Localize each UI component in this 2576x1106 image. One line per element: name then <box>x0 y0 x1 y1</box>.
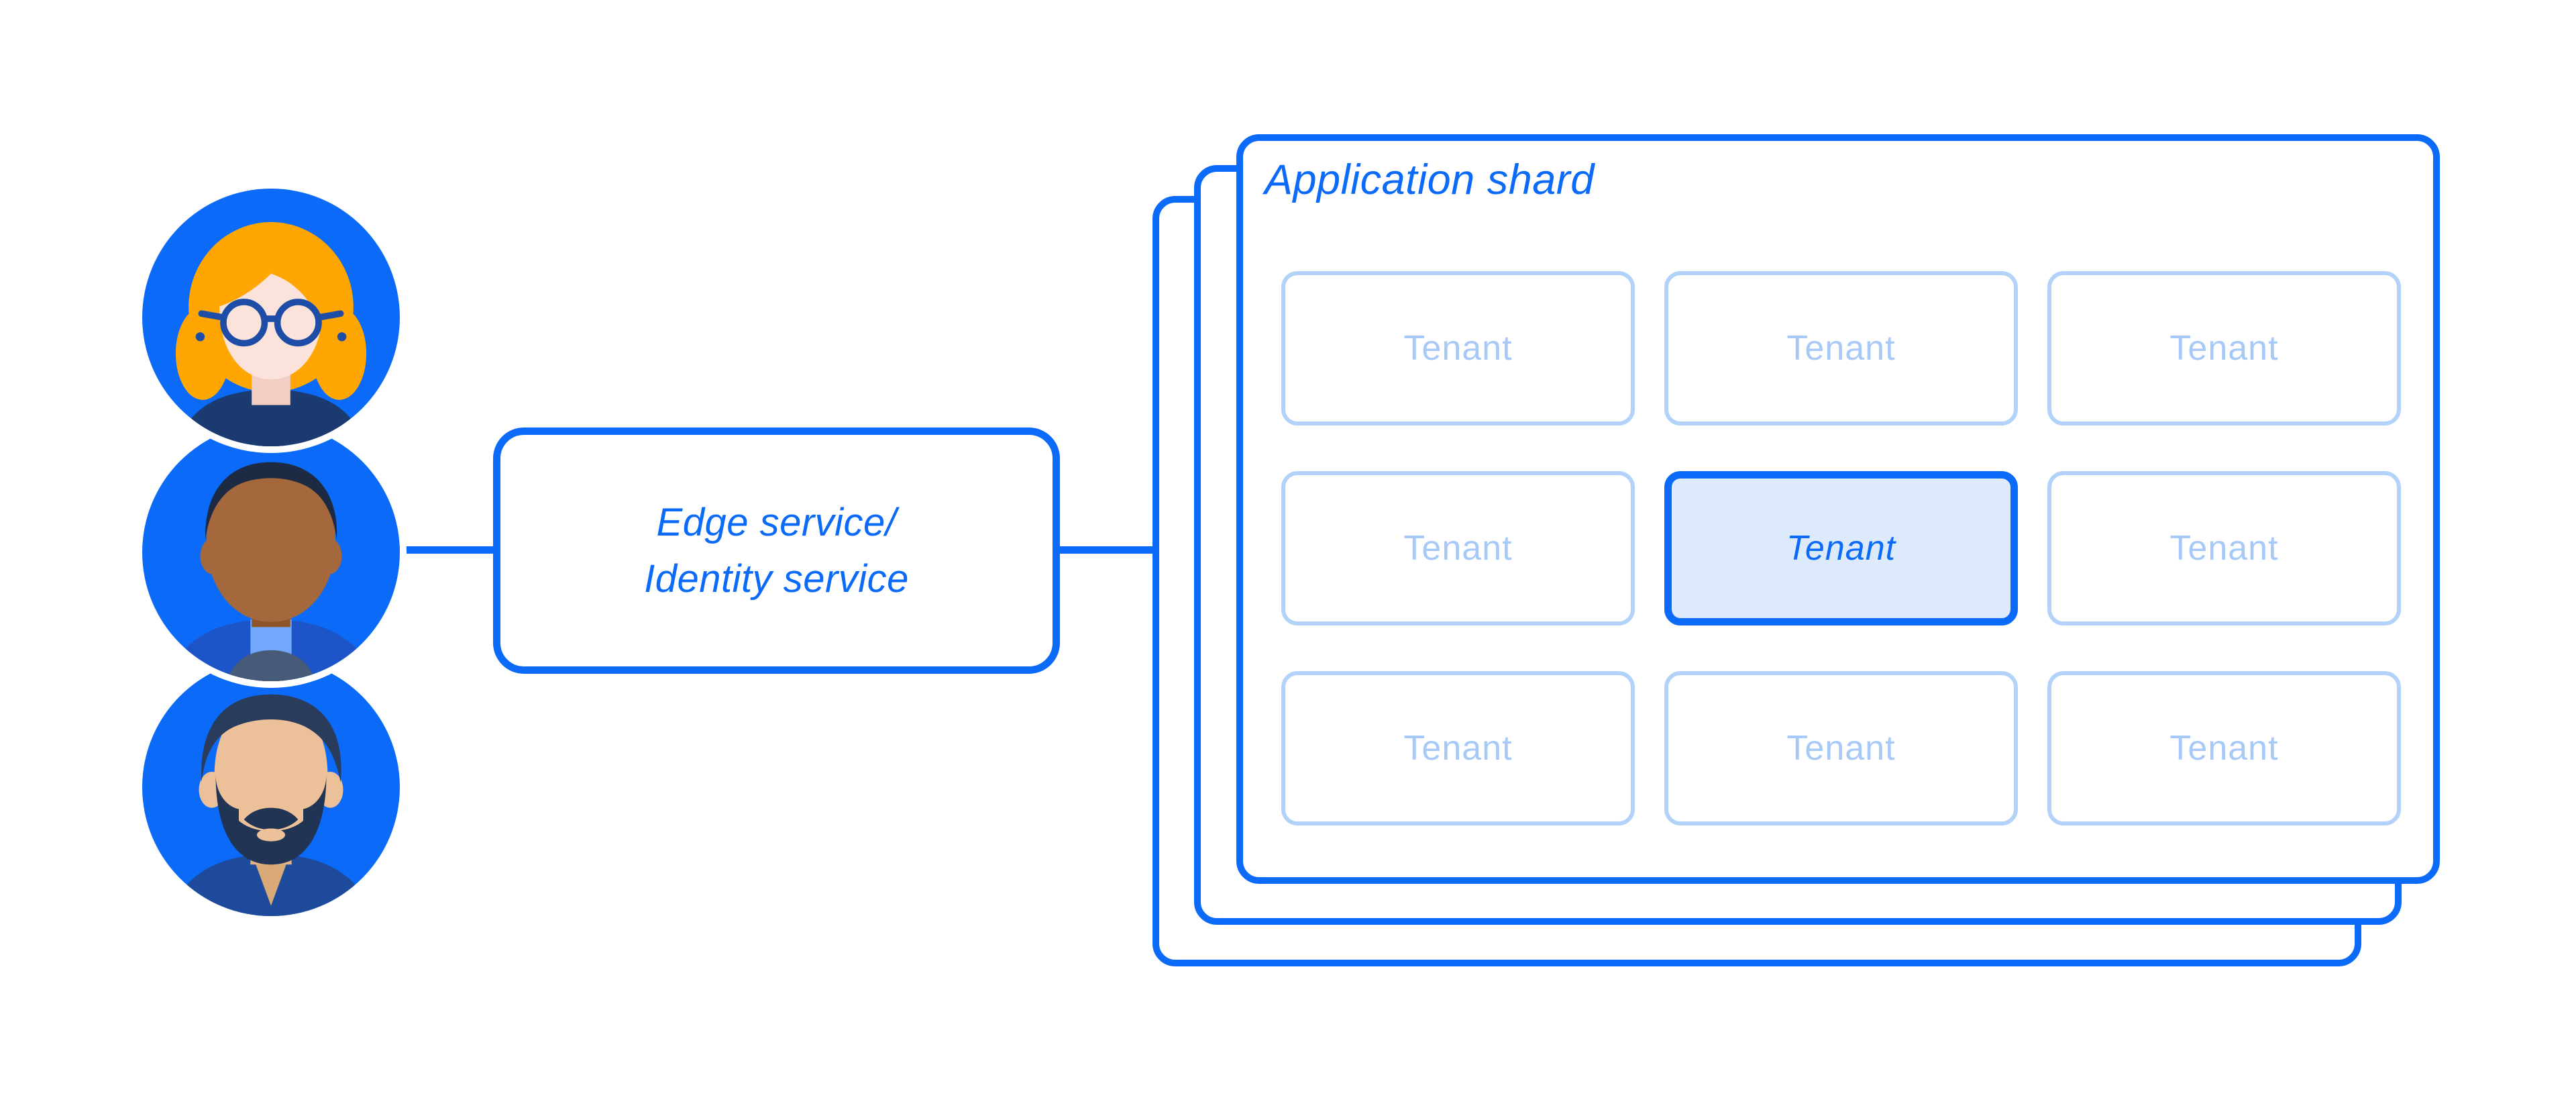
identity-service-line: Identity service <box>644 556 909 601</box>
edge-identity-service-label: Edge service/ Identity service <box>644 495 909 607</box>
tenant-box: Tenant <box>1281 471 1635 625</box>
application-shard-panel: Application shard Tenant Tenant Tenant T… <box>1236 134 2440 884</box>
man-short-hair-icon <box>142 423 400 681</box>
tenant-box-highlighted: Tenant <box>1664 471 2018 625</box>
tenant-box: Tenant <box>1281 671 1635 825</box>
man-beard-icon <box>142 658 400 916</box>
edge-identity-service-box: Edge service/ Identity service <box>493 428 1060 674</box>
user-avatar-woman-glasses <box>142 189 400 446</box>
tenant-box: Tenant <box>1664 271 2018 425</box>
edge-service-line: Edge service/ <box>656 500 897 544</box>
woman-glasses-icon <box>142 189 400 446</box>
tenant-box: Tenant <box>1281 271 1635 425</box>
tenant-label: Tenant <box>1786 529 1896 568</box>
tenant-box: Tenant <box>2047 471 2401 625</box>
application-shard-title: Application shard <box>1265 156 1595 203</box>
user-avatar-man <box>142 423 400 681</box>
tenant-label: Tenant <box>1403 729 1513 768</box>
tenant-label: Tenant <box>1403 329 1513 368</box>
user-avatar-man-beard <box>142 658 400 916</box>
tenant-box: Tenant <box>2047 271 2401 425</box>
tenant-grid: Tenant Tenant Tenant Tenant Tenant Tenan… <box>1281 271 2401 825</box>
tenant-label: Tenant <box>1786 729 1896 768</box>
tenant-label: Tenant <box>2169 529 2279 568</box>
tenant-label: Tenant <box>2169 729 2279 768</box>
tenant-box: Tenant <box>1664 671 2018 825</box>
connector-edge-to-shard <box>1053 546 1161 554</box>
tenant-label: Tenant <box>1403 529 1513 568</box>
tenant-box: Tenant <box>2047 671 2401 825</box>
connector-users-to-edge <box>362 546 500 554</box>
tenant-label: Tenant <box>2169 329 2279 368</box>
tenant-label: Tenant <box>1786 329 1896 368</box>
